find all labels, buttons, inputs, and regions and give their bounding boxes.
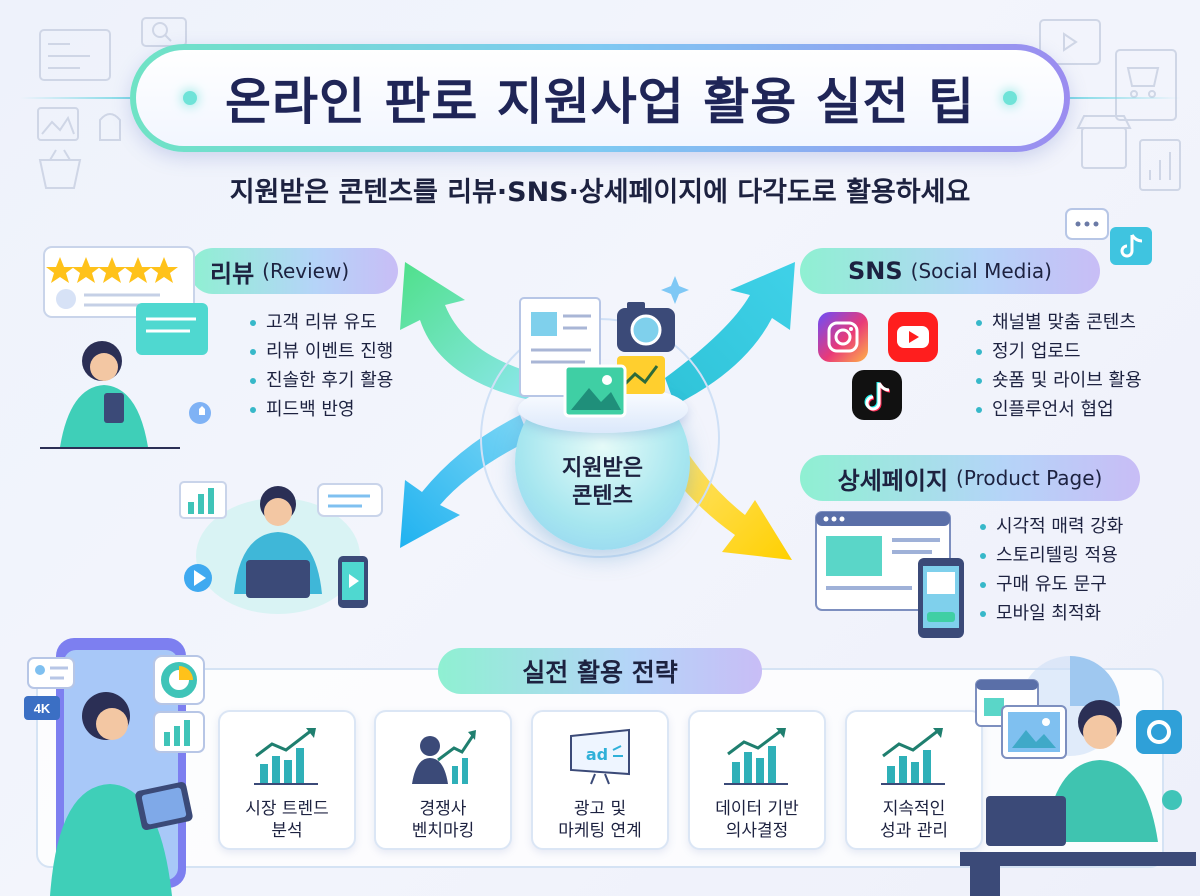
strategy-card-label: 성과 관리 [880, 821, 948, 841]
competitor-icon [412, 730, 476, 784]
background-ecommerce-icons [37, 17, 187, 189]
product-header: 상세페이지 (Product Page) [800, 455, 1140, 501]
product-item: 모바일 최적화 [980, 599, 1123, 628]
review-header: 리뷰 (Review) [190, 248, 398, 294]
center-label-line2: 콘텐츠 [572, 483, 633, 509]
review-illustration [40, 246, 211, 449]
sns-list: 채널별 맞춤 콘텐츠 정기 업로드 숏폼 및 라이브 활용 인플루언서 협업 [976, 308, 1142, 424]
performance-chart-icon [881, 728, 945, 785]
laptop-user-illustration [179, 481, 383, 614]
review-item: 진솔한 후기 활용 [250, 366, 393, 395]
review-title: 리뷰 [210, 259, 255, 288]
instagram-icon [818, 312, 868, 362]
strategy-card-performance: 지속적인 성과 관리 [845, 710, 983, 850]
strategy-header: 실전 활용 전략 [438, 648, 762, 694]
phone-user-illustration: 4K [24, 638, 205, 896]
product-title-en: (Product Page) [956, 466, 1103, 490]
title-dot-left [182, 91, 197, 105]
desk-user-illustration [960, 656, 1196, 896]
review-list: 고객 리뷰 유도 리뷰 이벤트 진행 진솔한 후기 활용 피드백 반영 [250, 308, 393, 424]
strategy-card-label: 마케팅 연계 [558, 821, 642, 841]
trend-chart-icon [254, 728, 318, 785]
page-title: 온라인 판로 지원사업 활용 실전 팁 [224, 73, 976, 131]
title-banner: 온라인 판로 지원사업 활용 실전 팁 [130, 44, 1070, 152]
strategy-card-label: 시장 트렌드 [245, 799, 329, 819]
review-title-en: (Review) [262, 259, 350, 283]
strategy-card-label: 분석 [271, 821, 303, 841]
phone-badge-4k: 4K [34, 701, 51, 716]
sns-item: 채널별 맞춤 콘텐츠 [976, 308, 1142, 337]
sns-item: 숏폼 및 라이브 활용 [976, 366, 1142, 395]
strategy-card-advertising: ad 광고 및 마케팅 연계 [531, 710, 669, 850]
sns-header: SNS (Social Media) [800, 248, 1100, 294]
sns-item: 인플루언서 협업 [976, 395, 1142, 424]
strategy-card-label: 벤치마킹 [411, 821, 475, 841]
strategy-card-data-driven: 데이터 기반 의사결정 [688, 710, 826, 850]
product-item: 구매 유도 문구 [980, 570, 1123, 599]
sns-chat-bubbles [1065, 208, 1152, 265]
ad-text: ad [586, 745, 608, 764]
product-item: 스토리텔링 적용 [980, 541, 1123, 570]
youtube-icon [888, 312, 938, 362]
content-assets-icon [519, 276, 689, 418]
background-shop-icons [1039, 19, 1181, 191]
strategy-card-label: 경쟁사 [419, 799, 467, 819]
sns-title: SNS [848, 257, 903, 285]
ad-screen-icon: ad [570, 728, 630, 785]
strategy-card-label: 의사결정 [725, 821, 789, 841]
strategy-card-label: 지속적인 [882, 799, 946, 819]
strategy-card-label: 데이터 기반 [715, 799, 799, 819]
center-label-line1: 지원받은 [562, 455, 643, 481]
title-left-line [20, 97, 130, 99]
review-item: 리뷰 이벤트 진행 [250, 337, 393, 366]
sns-title-en: (Social Media) [910, 259, 1052, 283]
product-title: 상세페이지 [837, 466, 949, 495]
strategy-card-competitor: 경쟁사 벤치마킹 [374, 710, 512, 850]
review-item: 고객 리뷰 유도 [250, 308, 393, 337]
product-item: 시각적 매력 강화 [980, 512, 1123, 541]
data-chart-icon [724, 728, 788, 785]
page-subtitle: 지원받은 콘텐츠를 리뷰·SNS·상세페이지에 다각도로 활용하세요 [229, 177, 971, 208]
review-item: 피드백 반영 [250, 395, 393, 424]
product-page-illustration [815, 511, 964, 638]
sns-item: 정기 업로드 [976, 337, 1142, 366]
strategy-card-market-trend: 시장 트렌드 분석 [218, 710, 356, 850]
title-dot-right [1003, 91, 1018, 105]
tiktok-icon [852, 370, 902, 420]
product-list: 시각적 매력 강화 스토리텔링 적용 구매 유도 문구 모바일 최적화 [980, 512, 1123, 628]
strategy-card-label: 광고 및 [573, 799, 627, 819]
